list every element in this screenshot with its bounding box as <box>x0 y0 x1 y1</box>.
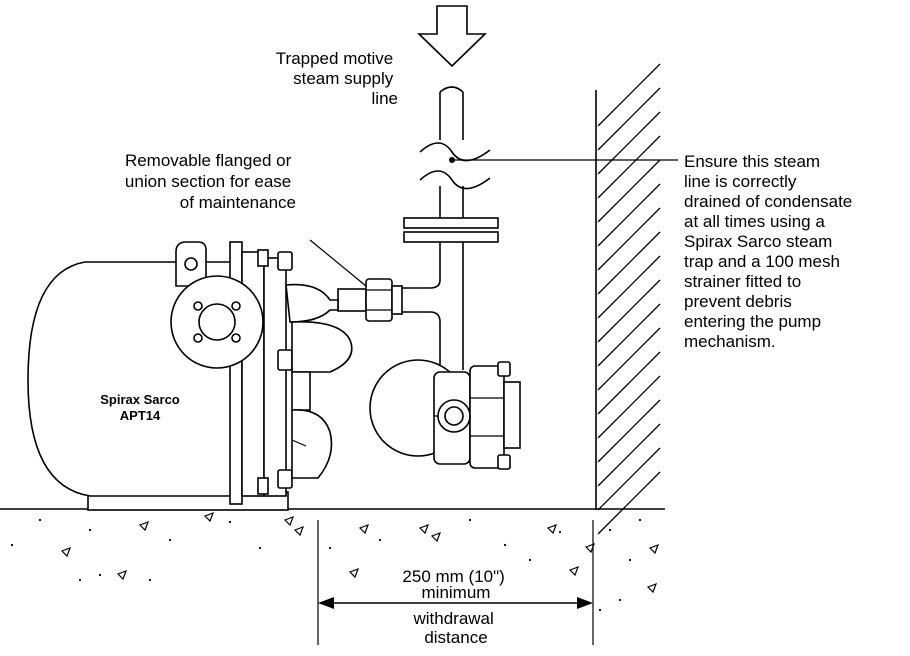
withdrawal-label: withdrawal distance <box>412 609 498 647</box>
drain-note-label: Ensure this steam line is correctly drai… <box>684 152 857 351</box>
steam-trap <box>369 359 521 470</box>
pump-apt14 <box>27 241 353 511</box>
floor <box>0 508 665 612</box>
wall <box>595 63 661 535</box>
steam-supply-pipe <box>400 86 499 372</box>
dimension-marker <box>317 520 594 645</box>
pump-model-label: APT14 <box>120 408 161 423</box>
flow-direction-arrow <box>417 5 487 68</box>
supply-line-label: Trapped motive steam supply line <box>276 49 398 108</box>
pump-brand-label: Spirax Sarco <box>100 392 180 407</box>
dimension-label: 250 mm (10") minimum <box>402 567 509 602</box>
flange-note-label: Removable flanged or union section for e… <box>125 151 296 212</box>
